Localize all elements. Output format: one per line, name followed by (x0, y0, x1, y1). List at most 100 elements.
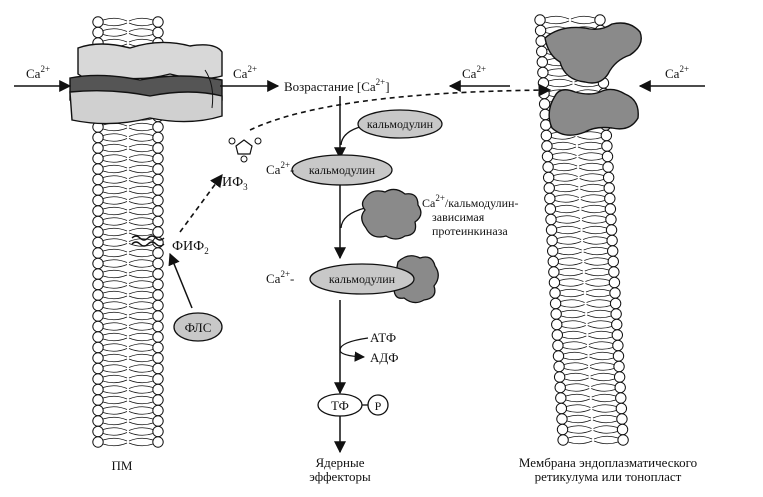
lipid-head (607, 245, 619, 257)
lipid-head (152, 373, 164, 385)
lipid-tail (102, 322, 128, 331)
lipid-head (550, 308, 562, 320)
lipid-tail (128, 206, 154, 216)
lipid-head (152, 320, 164, 333)
lipid-head (548, 276, 561, 289)
lipid-head (541, 150, 554, 163)
lipid-head (152, 415, 164, 427)
lipid-head (92, 436, 104, 448)
lipid-tail (563, 362, 589, 371)
er-membrane-label-line1: Мембрана эндоплазматического (519, 455, 697, 470)
ca-complex-label-1: Ca (266, 162, 281, 177)
lipid-head (152, 121, 164, 133)
lipid-head (92, 173, 104, 186)
calmodulin-complex-oval (291, 154, 393, 186)
lipid-head (600, 129, 613, 142)
lipid-tail (552, 152, 577, 161)
lipid-tail (562, 330, 587, 340)
lipid-tail (128, 437, 154, 447)
lipid-tail (102, 364, 128, 373)
lipid-tail (128, 164, 154, 174)
pip2-molecule-icon (131, 241, 165, 247)
lipid-tail (102, 133, 128, 142)
pip2-label: ФИФ (172, 239, 204, 254)
svg-text:ИФ3: ИФ3 (222, 175, 248, 192)
lipid-head (152, 404, 164, 417)
lipid-tail (128, 259, 154, 268)
lipid-head (549, 287, 561, 299)
svg-text:Ca2+/кальмодулин-: Ca2+/кальмодулин- (422, 193, 518, 210)
lipid-tail (562, 341, 588, 350)
lipid-head (556, 423, 569, 436)
lipid-tail (128, 217, 154, 226)
lipid-head (534, 24, 547, 37)
lipid-tail (102, 217, 128, 226)
lipid-head (92, 425, 104, 438)
nuclear-effectors-line1: Ядерные (315, 455, 364, 470)
lipid-head (92, 278, 104, 291)
lipid-tail (560, 299, 585, 308)
ip3-molecule-icon (228, 137, 262, 163)
lipid-tail (128, 185, 154, 195)
adp-label: АДФ (370, 350, 399, 365)
lipid-tail (128, 227, 154, 237)
lipid-tail (580, 183, 605, 193)
calcium-increase-label: Возрастание [Ca (284, 79, 376, 94)
lipid-head (152, 184, 164, 196)
lipid-tail (128, 175, 154, 184)
lipid-tail (102, 154, 128, 163)
lipid-head (601, 150, 614, 163)
lipid-tail (102, 269, 128, 279)
lipid-tail (128, 269, 154, 279)
lipid-head (152, 362, 164, 375)
lipid-tail (102, 311, 128, 321)
lipid-tail (557, 236, 582, 245)
lipid-tail (561, 309, 586, 319)
lipid-tail (565, 393, 590, 403)
lipid-head (92, 289, 104, 301)
lipid-tail (566, 404, 591, 413)
lipid-head (553, 360, 565, 373)
lipid-tail (579, 173, 604, 182)
tf-label: ТФ (331, 398, 349, 413)
lipid-tail (128, 385, 154, 394)
lipid-head (612, 339, 624, 352)
lipid-head (152, 152, 164, 165)
svg-text:Ca2+: Ca2+ (233, 64, 257, 81)
lipid-head (92, 299, 104, 312)
lipid-tail (553, 173, 578, 182)
lipid-head (605, 213, 617, 226)
lipid-head (92, 320, 104, 333)
lipid-head (92, 16, 104, 28)
lipid-tail (559, 278, 584, 287)
lipid-head (152, 163, 164, 175)
ca-left-label: Ca (26, 66, 41, 81)
lipid-tail (102, 385, 128, 394)
lipid-tail (593, 425, 618, 434)
lipid-head (152, 173, 164, 186)
svg-text:Ca2+-: Ca2+- (266, 269, 294, 286)
lipid-head (536, 45, 548, 58)
lipid-head (92, 215, 104, 228)
lipid-head (152, 331, 164, 343)
lipid-tail (128, 353, 154, 363)
lipid-head (152, 341, 164, 354)
lipid-tail (102, 143, 128, 153)
lipid-head (92, 268, 104, 280)
lipid-head (152, 257, 164, 270)
lipid-tail (592, 414, 618, 424)
lipid-tail (128, 406, 154, 415)
lipid-head (152, 310, 164, 322)
pip2-to-ip3-dashed-arrow (179, 173, 223, 233)
lipid-tail (128, 311, 154, 321)
lipid-head (92, 373, 104, 385)
lipid-tail (585, 288, 611, 298)
lipid-head (152, 289, 164, 301)
lipid-head (553, 371, 566, 383)
lipid-tail (128, 28, 154, 37)
lipid-tail (554, 183, 579, 193)
lipid-tail (577, 141, 603, 151)
lipid-tail (102, 164, 128, 174)
calmodulin-free-oval (357, 109, 443, 139)
lipid-tail (102, 406, 128, 415)
